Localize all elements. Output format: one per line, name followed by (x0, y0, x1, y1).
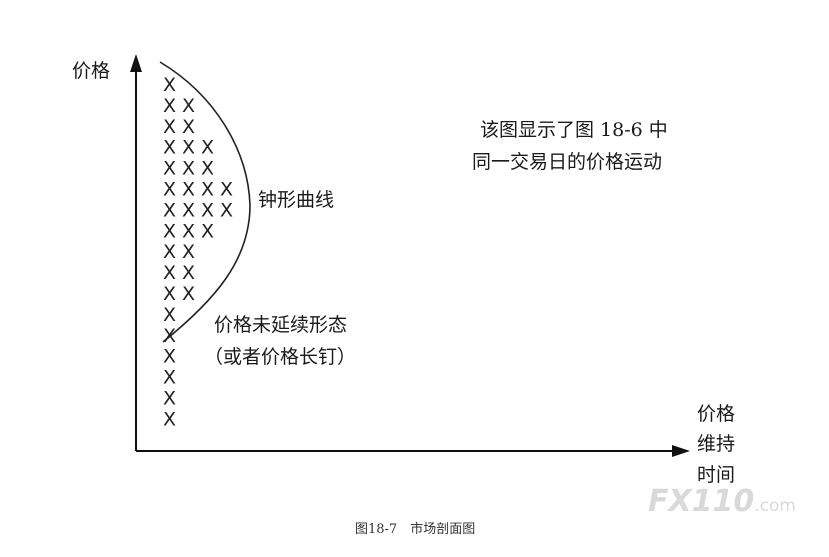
profile-x-mark: X (163, 199, 176, 221)
note-line-2: 同一交易日的价格运动 (472, 151, 663, 173)
profile-x-mark: X (182, 199, 195, 221)
profile-x-mark: X (201, 220, 214, 242)
y-axis-label: 价格 (72, 60, 111, 82)
profile-x-mark: X (220, 179, 233, 201)
profile-x-mark: X (163, 367, 176, 389)
profile-x-mark: X (220, 199, 233, 221)
x-axis-arrow (672, 445, 690, 457)
profile-x-mark: X (182, 179, 195, 201)
note-line-1: 该图显示了图 18-6 中 (480, 119, 668, 141)
profile-x-mark: X (182, 220, 195, 242)
profile-x-mark: X (163, 408, 176, 430)
profile-x-mark: X (163, 241, 176, 263)
watermark-suffix: .com (754, 496, 796, 516)
profile-x-mark: X (201, 137, 214, 159)
y-axis-arrow (130, 54, 142, 72)
profile-x-mark: X (163, 158, 176, 180)
profile-x-mark: X (182, 158, 195, 180)
profile-x-mark: X (163, 95, 176, 117)
figure-caption: 图18-7 市场剖面图 (355, 522, 476, 537)
watermark: FX110.com (648, 484, 796, 519)
x-axis-label-line-1: 价格 (697, 403, 736, 425)
profile-x-mark: X (182, 241, 195, 263)
profile-x-mark: X (163, 262, 176, 284)
profile-x-mark: X (182, 137, 195, 159)
profile-x-mark: X (182, 262, 195, 284)
profile-x-mark: X (201, 199, 214, 221)
profile-x-mark: X (163, 220, 176, 242)
profile-x-mark: X (163, 346, 176, 368)
profile-x-mark: X (182, 116, 195, 138)
profile-x-mark: X (163, 304, 176, 326)
bell-curve (159, 61, 251, 343)
profile-x-mark: X (163, 388, 176, 410)
profile-x-mark: X (163, 116, 176, 138)
spike-label-line-1: 价格未延续形态 (214, 314, 348, 336)
profile-x-mark: X (182, 283, 195, 305)
x-axis-label-line-3: 时间 (697, 464, 736, 486)
watermark-main: FX110 (648, 484, 755, 519)
spike-label-line-2: （或者价格长钉） (204, 346, 357, 368)
bell-curve-label: 钟形曲线 (258, 189, 335, 211)
profile-x-mark: X (163, 137, 176, 159)
profile-x-mark: X (201, 158, 214, 180)
profile-x-mark: X (163, 179, 176, 201)
profile-x-mark: X (201, 179, 214, 201)
profile-x-mark: X (163, 283, 176, 305)
profile-x-mark: X (163, 325, 176, 347)
profile-x-mark: X (182, 95, 195, 117)
x-axis-label-line-2: 维持 (697, 433, 736, 455)
profile-x-mark: X (163, 74, 176, 96)
